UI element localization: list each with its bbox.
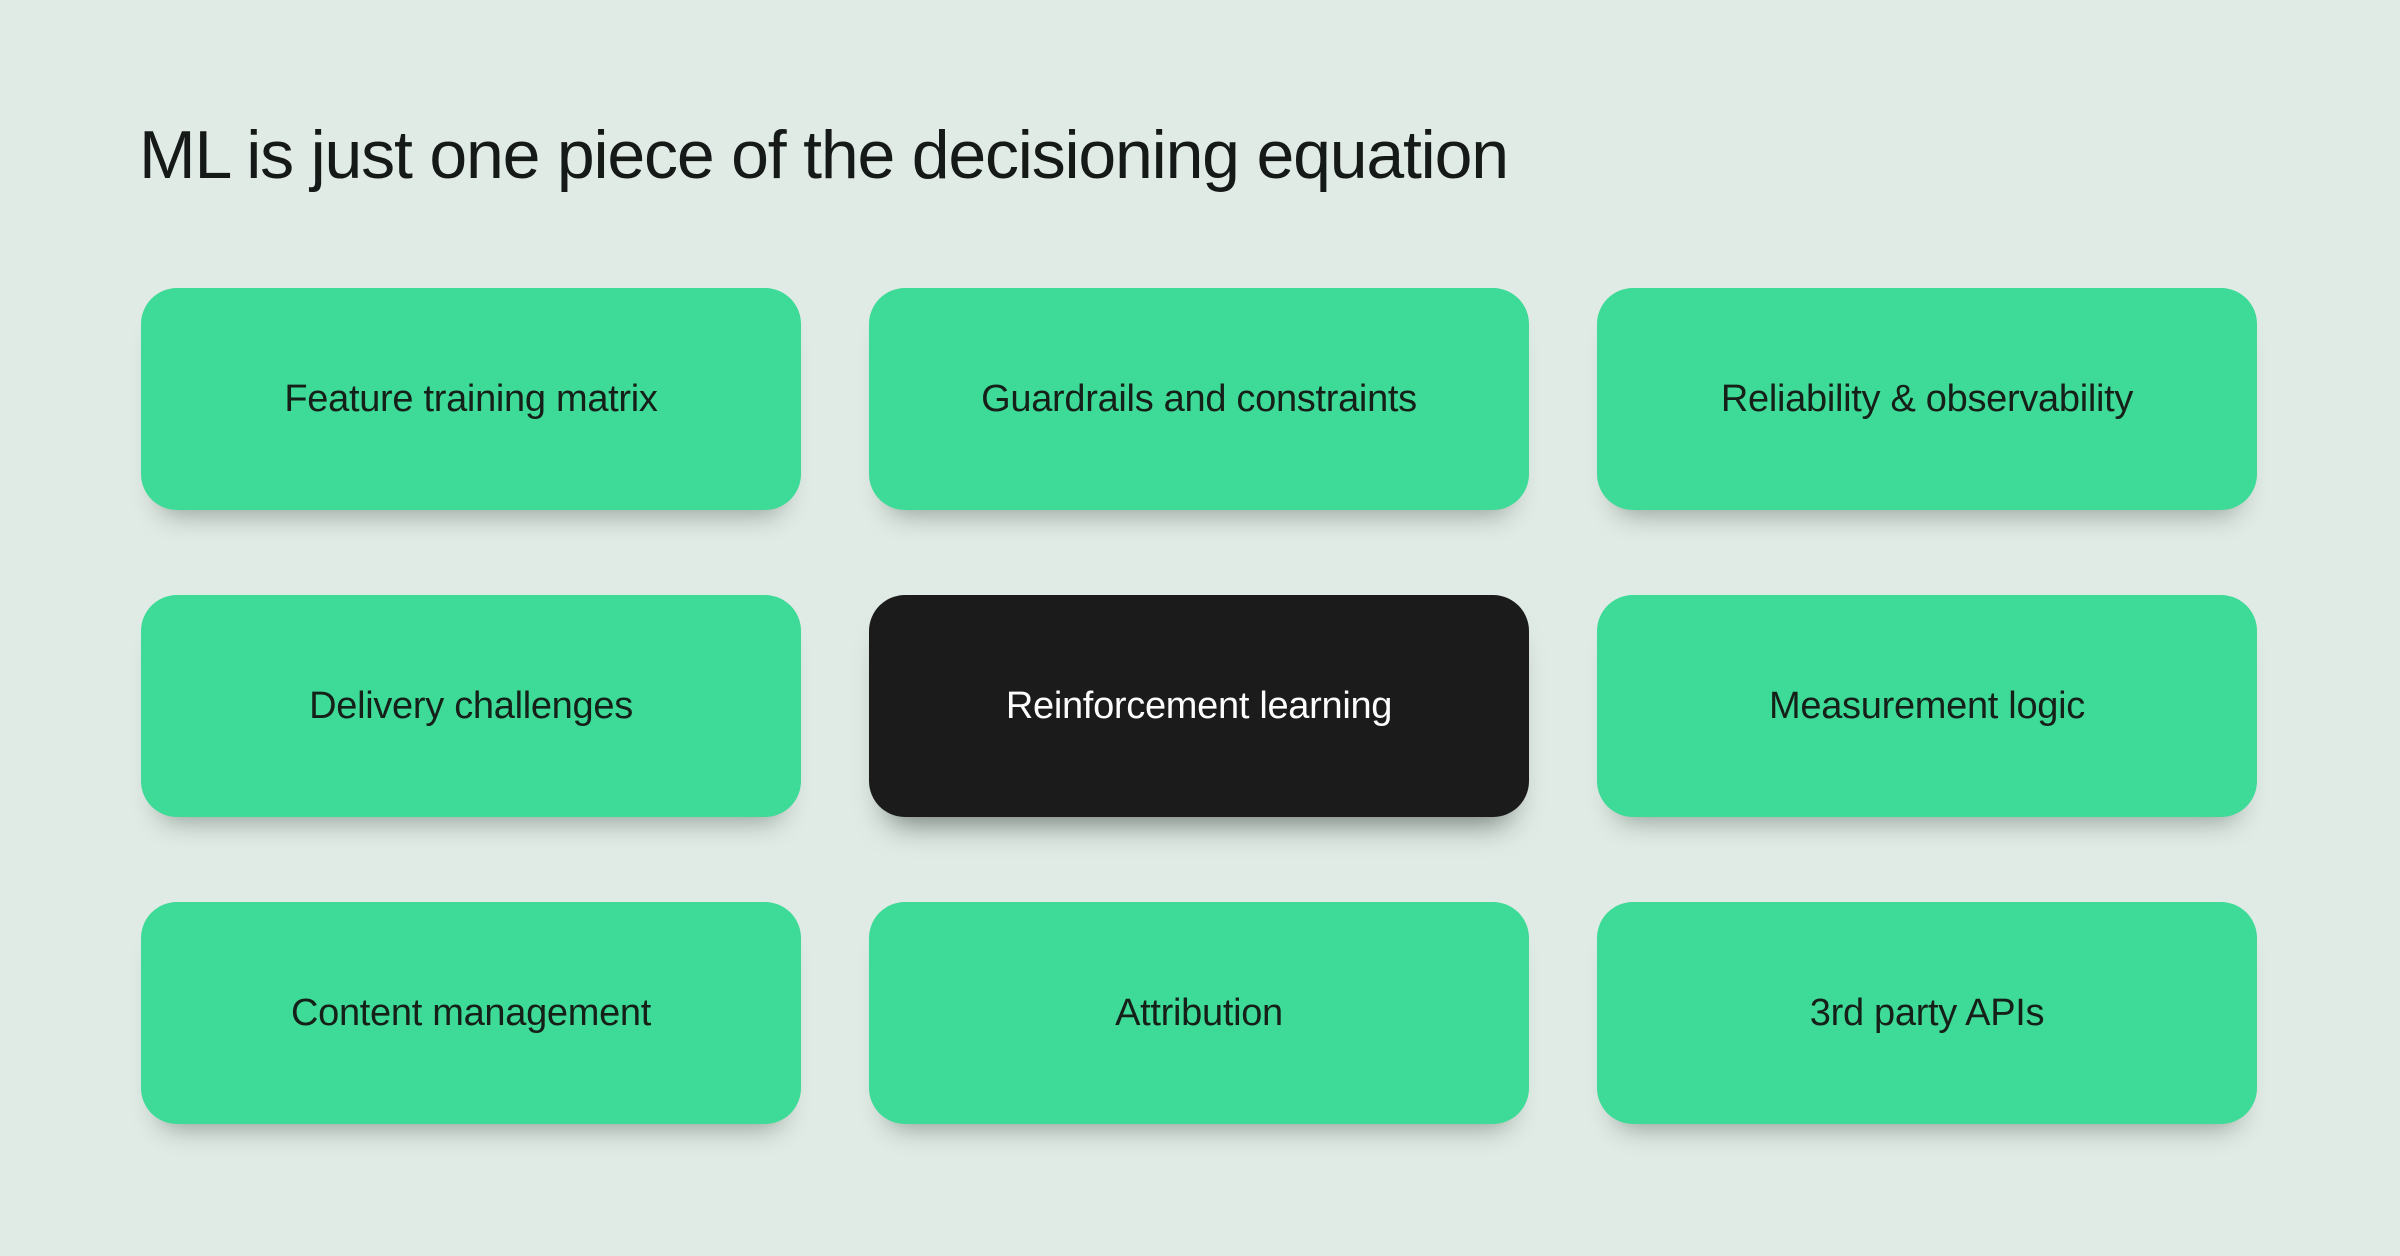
card-measurement-logic: Measurement logic [1597,595,2257,817]
card-label: Content management [290,991,652,1034]
card-content-management: Content management [141,902,801,1124]
card-attribution: Attribution [869,902,1529,1124]
card-label: Reinforcement learning [1005,684,1393,727]
card-delivery-challenges: Delivery challenges [141,595,801,817]
card-reliability-observability: Reliability & observability [1597,288,2257,510]
card-guardrails-and-constraints: Guardrails and constraints [869,288,1529,510]
card-reinforcement-learning: Reinforcement learning [869,595,1529,817]
card-label: Measurement logic [1769,684,2085,727]
card-label: Guardrails and constraints [981,377,1417,420]
card-label: Reliability & observability [1720,377,2134,420]
card-label: Attribution [1115,991,1283,1034]
card-label: 3rd party APIs [1809,991,2045,1034]
page-title: ML is just one piece of the decisioning … [139,117,1509,193]
card-feature-training-matrix: Feature training matrix [141,288,801,510]
card-label: Delivery challenges [309,684,633,727]
card-grid: Feature training matrix Guardrails and c… [141,288,2257,1124]
card-label: Feature training matrix [284,377,658,420]
card-3rd-party-apis: 3rd party APIs [1597,902,2257,1124]
